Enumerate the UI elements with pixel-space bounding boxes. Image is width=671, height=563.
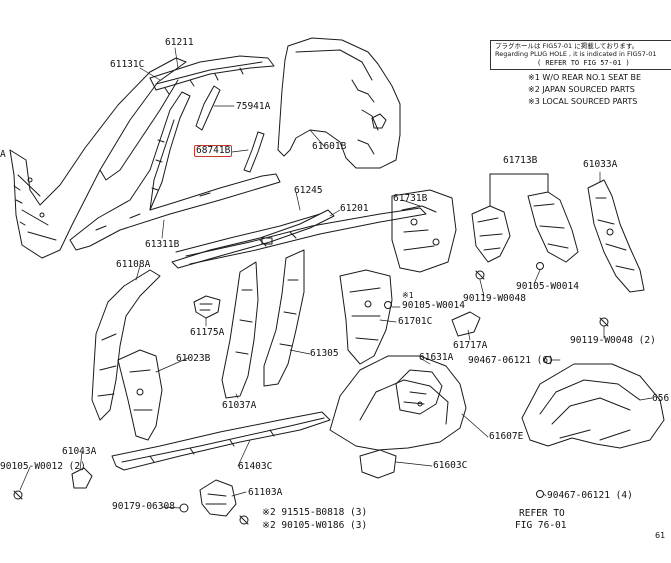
roof-rail-inner <box>172 208 426 268</box>
part-label-61175A[interactable]: 61175A <box>190 327 225 338</box>
part-label-61601B[interactable]: 61601B <box>312 141 347 152</box>
part-label-61701C[interactable]: 61701C <box>398 316 433 327</box>
quarter-bracket <box>452 312 480 336</box>
front-pillar-panel <box>10 58 186 258</box>
part-label-90105-W0186[interactable]: ※2 90105-W0186 (3) <box>262 520 368 531</box>
center-pillar-reinforcement <box>222 250 304 398</box>
part-label-61033A[interactable]: 61033A <box>583 159 618 170</box>
part-label-61043A[interactable]: 61043A <box>62 446 97 457</box>
part-label-90179-06308[interactable]: 90179-06308 <box>112 501 175 512</box>
part-label-61311B[interactable]: 61311B <box>145 239 180 250</box>
part-label-61305[interactable]: 61305 <box>310 348 339 359</box>
center-pillar-inner <box>70 92 280 250</box>
part-label-75941A[interactable]: 75941A <box>236 101 271 112</box>
part-label-90105-W0012[interactable]: 90105-W0012 (2) <box>0 461 86 472</box>
roof-side-rail <box>150 56 274 94</box>
part-label-90467-b[interactable]: 90467-06121 (4) <box>547 490 633 501</box>
part-label-90119-W0048-a[interactable]: 90119-W0048 <box>463 293 526 304</box>
note-line-en: Regarding PLUG HOLE , it is indicated in… <box>495 50 657 58</box>
sill-bracket <box>72 468 92 488</box>
rear-wheel-house <box>330 356 466 478</box>
edge-label-a: A <box>0 149 6 160</box>
rocker-sill <box>112 412 330 470</box>
part-label-90105-W0014-a[interactable]: 90105-W0014 <box>402 300 465 311</box>
front-pillar-inner <box>92 270 162 440</box>
note-line-jp: プラグホールは FIG57-01 に掲載しております。 <box>495 42 639 50</box>
lower-bracket <box>200 480 236 516</box>
part-label-61023B[interactable]: 61023B <box>176 353 211 364</box>
refer-to-label: REFER TO <box>519 508 565 519</box>
refer-fig-76-01-link[interactable]: FIG 76-01 <box>515 520 567 531</box>
part-label-61717A[interactable]: 61717A <box>453 340 488 351</box>
part-label-61631A[interactable]: 61631A <box>419 352 454 363</box>
part-label-mark1: ※1 <box>402 291 414 300</box>
part-label-61211[interactable]: 61211 <box>165 37 194 48</box>
part-label-61103A[interactable]: 61103A <box>248 487 283 498</box>
page-number: 61 <box>655 531 666 540</box>
part-label-91515-B0818[interactable]: ※2 91515-B0818 (3) <box>262 507 368 518</box>
part-label-61603C[interactable]: 61603C <box>433 460 468 471</box>
part-label-61713B[interactable]: 61713B <box>503 155 538 166</box>
fender-liner <box>522 364 664 448</box>
rear-extension-panel <box>588 180 644 292</box>
part-label-90105-W0014-b[interactable]: 90105-W0014 <box>516 281 579 292</box>
legend-note-3: ※3 LOCAL SOURCED PARTS <box>528 97 638 106</box>
part-label-61245[interactable]: 61245 <box>294 185 323 196</box>
quarter-inner-bracket <box>472 174 578 262</box>
part-label-656[interactable]: 656 <box>652 393 670 404</box>
rear-pillar-inner <box>340 270 392 364</box>
part-label-90467-a[interactable]: 90467-06121 (6) <box>468 355 554 366</box>
part-label-61731B[interactable]: 61731B <box>393 193 428 204</box>
pillar-bracket <box>194 296 220 318</box>
part-label-61403C[interactable]: 61403C <box>238 461 273 472</box>
rear-roof-side-inner <box>392 190 456 272</box>
part-label-61131C[interactable]: 61131C <box>110 59 145 70</box>
part-label-61037A[interactable]: 61037A <box>222 400 257 411</box>
legend-note-2: ※2 JAPAN SOURCED PARTS <box>528 85 635 94</box>
leader-lines <box>20 48 652 508</box>
note-refer-fig-57-01[interactable]: ( REFER TO FIG 57-01 ) <box>537 59 630 67</box>
part-label-90119-W0048-b[interactable]: 90119-W0048 (2) <box>570 335 656 346</box>
plug-hole-note: プラグホールは FIG57-01 に掲載しております。 Regarding PL… <box>490 40 671 70</box>
part-label-61201[interactable]: 61201 <box>340 203 369 214</box>
quarter-outer-panel <box>278 38 400 168</box>
part-label-68741B[interactable]: 68741B <box>194 145 233 157</box>
part-label-61607E[interactable]: 61607E <box>489 431 524 442</box>
legend-note-1: ※1 W/O REAR NO.1 SEAT BE <box>528 73 642 82</box>
pillar-trim-strips <box>196 86 264 172</box>
part-label-61108A[interactable]: 61108A <box>116 259 151 270</box>
